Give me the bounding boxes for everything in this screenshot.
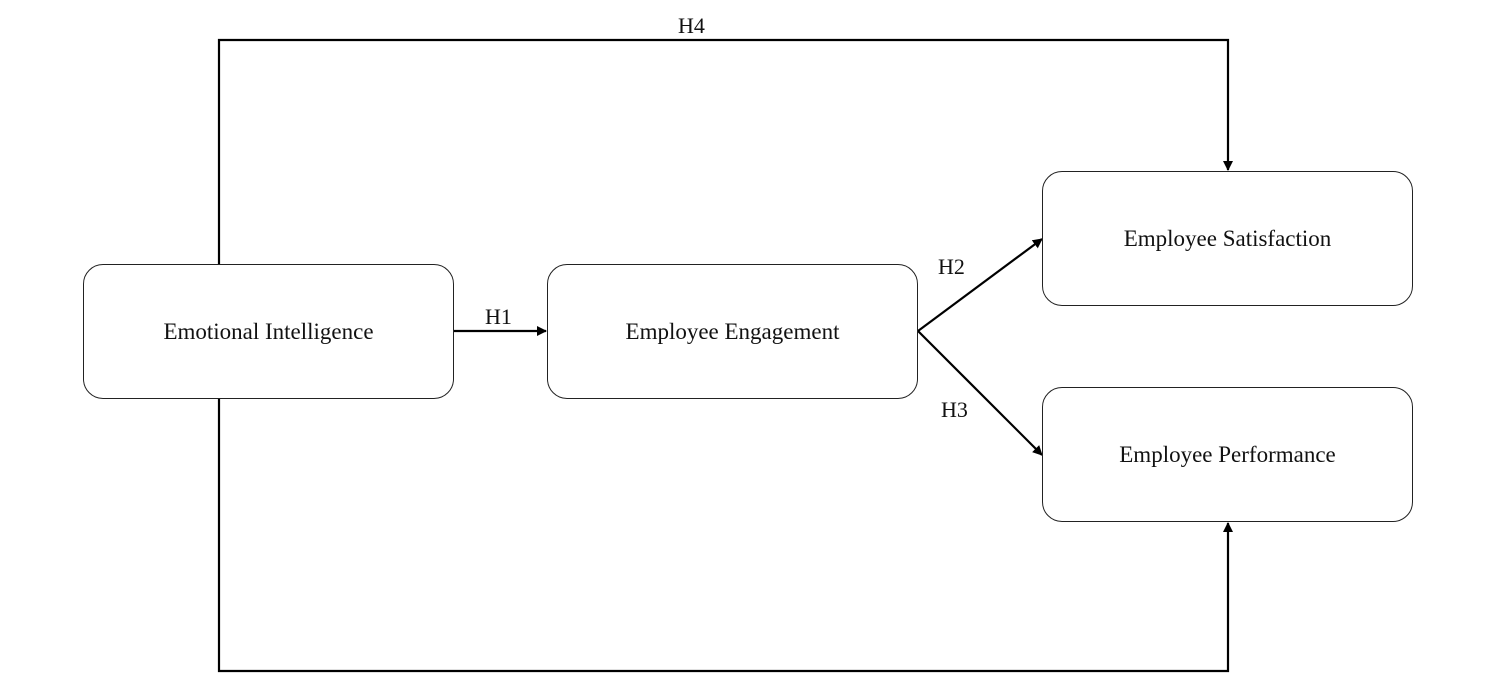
node-label-employee-engagement: Employee Engagement <box>625 319 840 344</box>
node-label-employee-performance: Employee Performance <box>1119 442 1336 467</box>
node-label-emotional-intelligence: Emotional Intelligence <box>163 319 374 344</box>
edge-h3-arrow <box>917 330 1043 456</box>
edge-label-h3: H3 <box>941 397 968 422</box>
node-emotional-intelligence: Emotional Intelligence <box>83 264 454 399</box>
node-employee-satisfaction: Employee Satisfaction <box>1042 171 1413 306</box>
edge-label-h4: H4 <box>678 13 705 38</box>
node-label-employee-satisfaction: Employee Satisfaction <box>1123 226 1332 251</box>
edge-h4-arrow <box>217 38 1233 264</box>
edge-h2-arrow <box>917 238 1043 332</box>
node-employee-performance: Employee Performance <box>1042 387 1413 522</box>
edge-label-h2: H2 <box>938 254 965 279</box>
edge-performance-arrow <box>217 399 1233 673</box>
node-employee-engagement: Employee Engagement <box>547 264 918 399</box>
edge-label-h1: H1 <box>485 304 512 329</box>
